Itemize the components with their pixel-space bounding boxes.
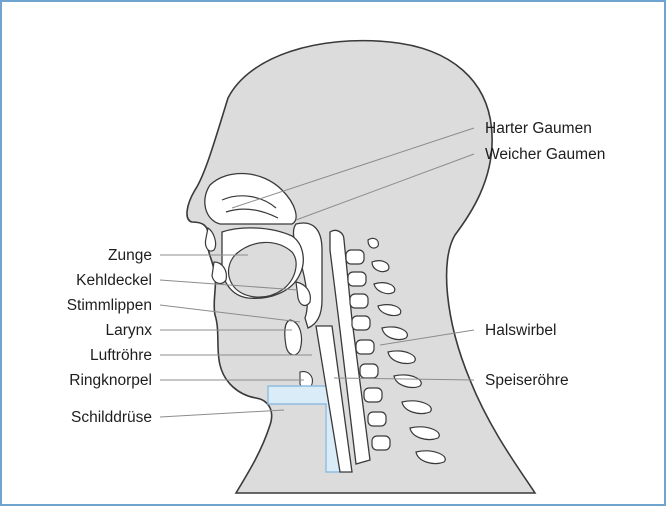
label-zunge: Zunge [108, 247, 152, 264]
vertebra [346, 250, 364, 264]
label-halswirbel: Halswirbel [485, 322, 557, 339]
label-ringknorpel: Ringknorpel [69, 372, 152, 389]
label-luftroehre: Luftröhre [90, 347, 152, 364]
vertebra [372, 436, 390, 450]
vertebra [368, 412, 386, 426]
label-weicher-gaumen: Weicher Gaumen [485, 146, 605, 163]
label-speiseroehre: Speiseröhre [485, 372, 569, 389]
vertebra [348, 272, 366, 286]
spinous-process [368, 238, 378, 248]
label-stimmlippen: Stimmlippen [67, 297, 152, 314]
vertebra [364, 388, 382, 402]
label-harter-gaumen: Harter Gaumen [485, 120, 592, 137]
vertebra [350, 294, 368, 308]
label-kehldeckel: Kehldeckel [76, 272, 152, 289]
vertebra [360, 364, 378, 378]
label-schilddruese: Schilddrüse [71, 409, 152, 426]
vertebra [352, 316, 370, 330]
leader-line-schilddruese [160, 410, 284, 417]
label-larynx: Larynx [105, 322, 152, 339]
vertebra [356, 340, 374, 354]
